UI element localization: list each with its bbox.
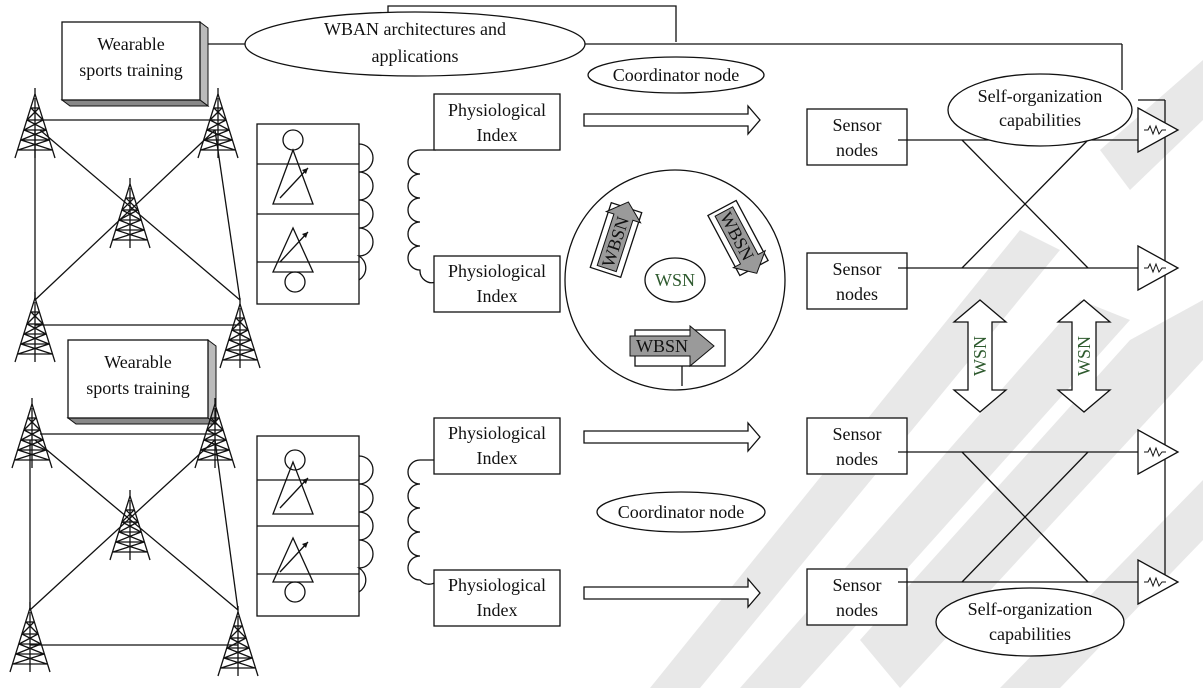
- sensor-label: Sensor: [833, 424, 882, 444]
- coordinator-top-label: Coordinator node: [613, 65, 739, 85]
- sensor-label: Sensor: [833, 259, 882, 279]
- coil-connectors: [407, 149, 437, 585]
- sensor-label: Sensor: [833, 575, 882, 595]
- wearable-top-line1: Wearable: [97, 34, 165, 54]
- wsn-double-arrow-1: WSN: [952, 299, 1008, 413]
- tower-network-bottom: [9, 397, 259, 677]
- tower-icon: [14, 291, 56, 363]
- sensor-label: nodes: [836, 449, 878, 469]
- wbsn-node-2: WBSN: [707, 199, 769, 277]
- physio-box: Physiological Index: [433, 93, 561, 151]
- self-organization-bottom: Self-organization capabilities: [935, 587, 1125, 657]
- physio-label: Index: [477, 125, 518, 145]
- sensor-panel-top: [256, 123, 374, 305]
- coordinator-node-top: Coordinator node: [587, 56, 765, 94]
- sensor-label: nodes: [836, 600, 878, 620]
- physio-label: Index: [477, 600, 518, 620]
- amplifier-icon: [1137, 429, 1179, 475]
- wbsn-label: WBSN: [636, 336, 688, 356]
- sensor-label: nodes: [836, 140, 878, 160]
- arrow-right-icon: [583, 421, 761, 453]
- wban-title-line2: applications: [372, 46, 459, 66]
- tower-icon: [109, 489, 151, 561]
- arrow-right-icon: [583, 577, 761, 609]
- coordinator-node-bottom: Coordinator node: [596, 491, 766, 533]
- self-org-top-line1: Self-organization: [978, 86, 1103, 106]
- sensor-panel-bottom: [256, 435, 374, 617]
- amplifier-icon: [1137, 245, 1179, 291]
- wsn-arrow-label: WSN: [970, 336, 990, 376]
- physio-label: Physiological: [448, 100, 546, 120]
- wsn-arrow-label: WSN: [1074, 336, 1094, 376]
- sensor-node-box: Sensor nodes: [806, 252, 908, 310]
- physio-label: Index: [477, 286, 518, 306]
- physio-box: Physiological Index: [433, 255, 561, 313]
- physio-label: Physiological: [448, 261, 546, 281]
- tower-icon: [109, 177, 151, 249]
- sensor-links: [898, 99, 1166, 583]
- wban-title-line1: WBAN architectures and: [324, 19, 506, 39]
- self-organization-top: Self-organization capabilities: [947, 73, 1133, 147]
- tower-network-top: [14, 87, 261, 369]
- physio-label: Index: [477, 448, 518, 468]
- self-org-bottom-line2: capabilities: [989, 624, 1071, 644]
- wsn-circle: WSN WBSN WBSN WBSN: [564, 169, 786, 391]
- tower-icon: [14, 87, 56, 159]
- wsn-center-label: WSN: [655, 270, 695, 290]
- self-org-top-line2: capabilities: [999, 110, 1081, 130]
- wearable-top-line2: sports training: [79, 60, 183, 80]
- tower-icon: [11, 397, 53, 469]
- wearable-sports-training-top: Wearable sports training: [60, 21, 210, 107]
- physio-label: Physiological: [448, 423, 546, 443]
- self-org-bottom-line1: Self-organization: [968, 599, 1093, 619]
- arrow-right-icon: [583, 104, 761, 136]
- tower-icon: [9, 601, 51, 673]
- physio-box: Physiological Index: [433, 569, 561, 627]
- wbsn-node-3: WBSN: [629, 324, 726, 386]
- tower-icon: [219, 297, 261, 369]
- coordinator-bottom-label: Coordinator node: [618, 502, 744, 522]
- wban-title: WBAN architectures and applications: [244, 11, 586, 77]
- wearable-sports-training-bottom: Wearable sports training: [66, 339, 218, 425]
- sensor-label: Sensor: [833, 115, 882, 135]
- sensor-node-box: Sensor nodes: [806, 568, 908, 626]
- tower-icon: [217, 605, 259, 677]
- physio-label: Physiological: [448, 575, 546, 595]
- wearable-bottom-line2: sports training: [86, 378, 190, 398]
- wearable-bottom-line1: Wearable: [104, 352, 172, 372]
- sensor-node-box: Sensor nodes: [806, 417, 908, 475]
- physio-box: Physiological Index: [433, 417, 561, 475]
- sensor-node-box: Sensor nodes: [806, 108, 908, 166]
- wsn-double-arrow-2: WSN: [1056, 299, 1112, 413]
- sensor-label: nodes: [836, 284, 878, 304]
